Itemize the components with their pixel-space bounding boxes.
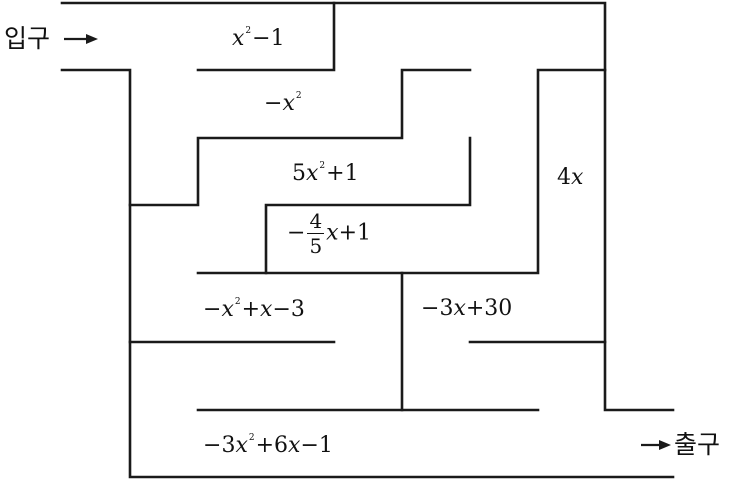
expr-neg-3x2-plus-6x-minus-1: −3x2+6x−1: [203, 433, 333, 458]
expr-5x2-plus-1: 5x2+1: [292, 161, 359, 186]
wall-right-inner: [196, 68, 607, 275]
entrance-label: 입구: [4, 24, 51, 53]
expr-neg-x2-plus-x-minus-3: −x2+x−3: [203, 297, 305, 322]
exit-arrow-icon: [641, 440, 671, 450]
wall-outer-top: [60, 1, 675, 412]
wall-step-upper: [128, 68, 472, 207]
wall-outer-left: [60, 68, 675, 479]
wall-top-divider: [196, 1, 336, 72]
maze-walls: [60, 1, 675, 479]
entrance-arrow-icon: [64, 34, 98, 44]
wall-step-lower: [264, 136, 472, 275]
expr-4x: 4x: [557, 165, 584, 190]
exit-label: 출구: [674, 430, 721, 459]
expr-neg-3x-plus-30: −3x+30: [421, 296, 513, 321]
expr-x2-minus-1: x2−1: [232, 26, 285, 51]
expr-neg-x2: −x2: [264, 91, 302, 116]
